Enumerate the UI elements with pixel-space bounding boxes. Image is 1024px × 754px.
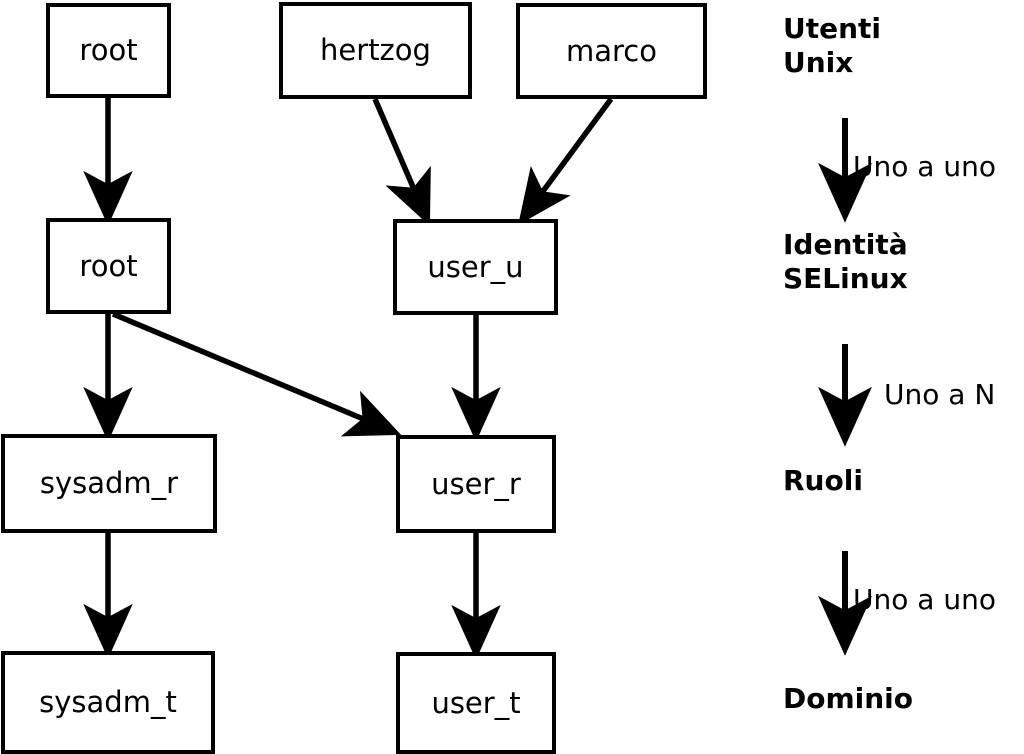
node-sel-user-u[interactable]: user_u <box>393 219 558 315</box>
node-dom-sysadm[interactable]: sysadm_t <box>1 651 215 754</box>
node-label: sysadm_t <box>39 685 177 719</box>
node-label: user_t <box>431 685 521 720</box>
node-label: user_u <box>427 249 524 284</box>
node-unix-hertzog[interactable]: hertzog <box>279 2 472 99</box>
legend-selinux-identity: Identità SELinux <box>783 228 908 296</box>
legend-roles: Ruoli <box>783 464 863 497</box>
node-dom-user[interactable]: user_t <box>396 652 556 754</box>
edge-e-marco-useru <box>518 97 614 225</box>
edge-e-hertzog-useru <box>372 97 431 227</box>
node-label: marco <box>566 33 657 68</box>
node-label: root <box>79 248 138 283</box>
node-label: root <box>79 33 138 67</box>
legend-relation-label-3: Uno a uno <box>853 583 996 616</box>
node-label: sysadm_r <box>39 466 179 500</box>
node-unix-marco[interactable]: marco <box>516 3 707 99</box>
node-role-sysadm[interactable]: sysadm_r <box>1 434 217 533</box>
node-sel-root[interactable]: root <box>46 218 171 314</box>
node-role-user[interactable]: user_r <box>396 435 556 533</box>
legend-relation-label-2: Uno a N <box>884 378 996 411</box>
legend-unix-users: Utenti Unix <box>783 12 882 80</box>
node-label: hertzog <box>320 33 431 67</box>
edge-e-root-userr <box>111 311 402 437</box>
node-unix-root[interactable]: root <box>46 3 171 98</box>
legend-relation-label-1: Uno a uno <box>853 150 996 183</box>
node-label: user_r <box>431 466 521 501</box>
legend-domains: Dominio <box>783 682 914 715</box>
